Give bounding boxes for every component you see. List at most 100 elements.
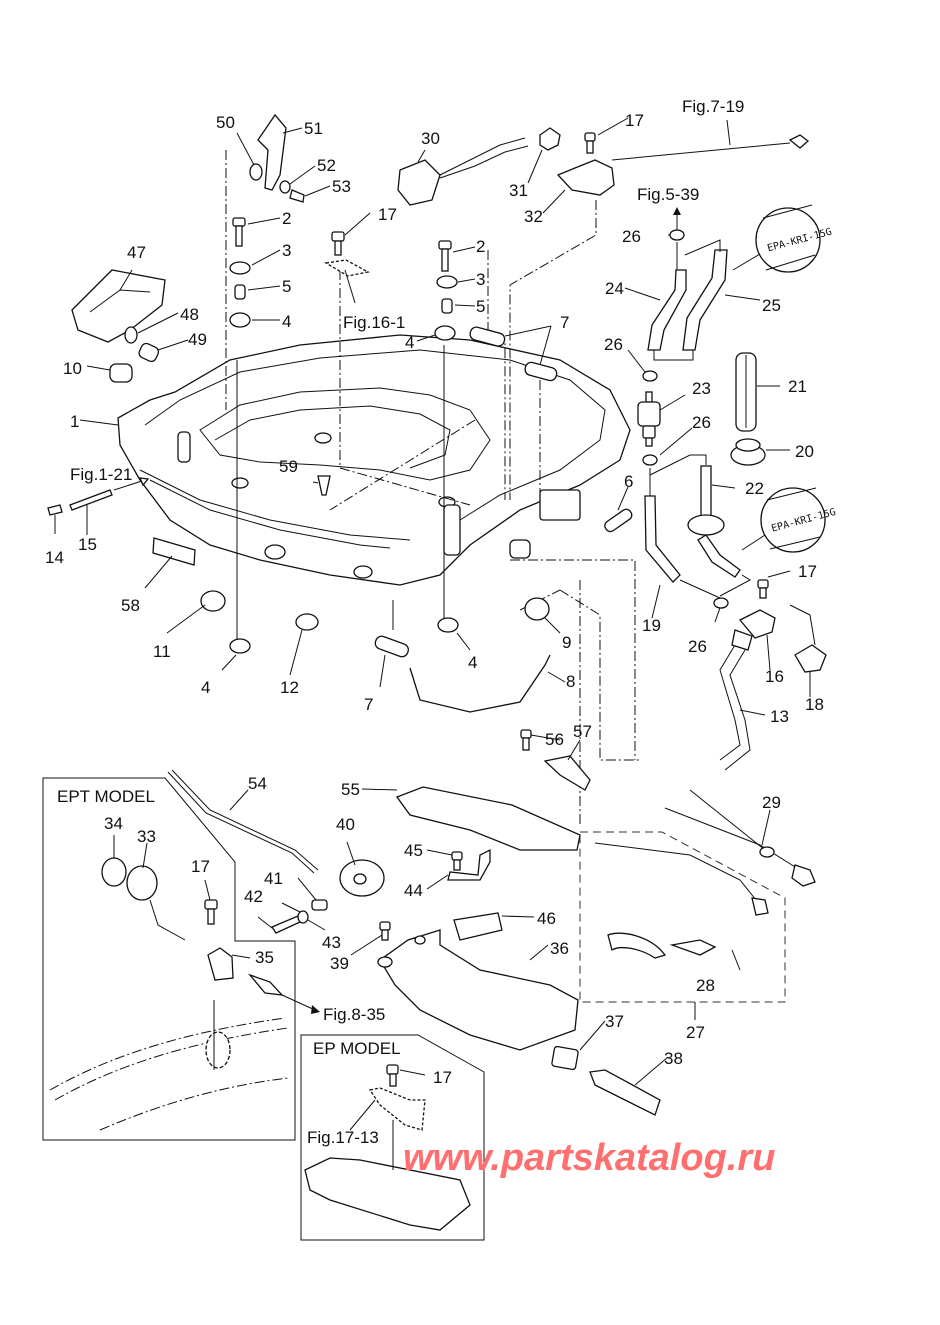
callout-4-lower-left: 4 (201, 678, 210, 697)
callout-27: 27 (686, 1023, 705, 1042)
part-17-bolt-ept (204, 899, 218, 910)
part-54-rod (171, 769, 319, 871)
part-43-washer (297, 910, 309, 924)
ept-model-title: EPT MODEL (57, 787, 155, 806)
ep-bracket (304, 1157, 471, 1231)
part-11-cap (200, 590, 226, 612)
callout-3-left: 3 (282, 241, 291, 260)
callout-8: 8 (566, 672, 575, 691)
callout-17-right: 17 (798, 562, 817, 581)
callout-4-upper-left: 4 (282, 312, 291, 331)
part-3-washer-right (436, 275, 458, 289)
part-30-switch (397, 159, 441, 206)
part-41-collar (311, 899, 328, 911)
callout-4-lower-right: 4 (468, 653, 477, 672)
callout-51: 51 (304, 119, 323, 138)
callout-35: 35 (255, 948, 274, 967)
part-9-cap (524, 597, 550, 621)
part-49-collar (138, 342, 160, 363)
part-52-washer (279, 180, 291, 194)
callout-17-ept: 17 (191, 857, 210, 876)
part-39-bolt (379, 921, 391, 931)
callout-44: 44 (404, 881, 423, 900)
part-48-washer (124, 326, 138, 344)
callout-5-right: 5 (476, 297, 485, 316)
part-13-harness (719, 644, 741, 761)
part-7-seal-c (374, 635, 409, 658)
callout-3-right: 3 (476, 270, 485, 289)
callout-31: 31 (509, 181, 528, 200)
part-17-bolt-plate (324, 231, 370, 277)
callout-59: 59 (279, 457, 298, 476)
part-26-clip-upper (642, 370, 658, 382)
callout-5-left: 5 (282, 277, 291, 296)
callout-14: 14 (45, 548, 64, 567)
callout-6: 6 (624, 472, 633, 491)
leader-lines (54, 117, 811, 1131)
callout-26-upper: 26 (604, 335, 623, 354)
ep-model-title: EP MODEL (313, 1039, 401, 1058)
callout-25: 25 (762, 296, 781, 315)
fig-ref-16-1: Fig.16-1 (343, 313, 405, 332)
part-44-bracket (447, 848, 491, 881)
part-51-bracket (257, 113, 287, 191)
part-20-grommet (730, 438, 766, 466)
callout-28: 28 (696, 976, 715, 995)
callout-26-top: 26 (622, 227, 641, 246)
callout-12: 12 (280, 678, 299, 697)
cable-fig-7-19 (611, 142, 791, 161)
callout-1: 1 (70, 412, 79, 431)
callout-55: 55 (341, 780, 360, 799)
part-7-seal-b (524, 361, 558, 382)
callout-38: 38 (664, 1049, 683, 1068)
callout-23: 23 (692, 379, 711, 398)
callout-9: 9 (562, 633, 571, 652)
part-33-plug (126, 865, 158, 901)
callout-20: 20 (795, 442, 814, 461)
ep-model-box: EP MODEL (300, 1034, 485, 1241)
part-50-washer (249, 163, 263, 181)
callout-52: 52 (317, 156, 336, 175)
part-10-plug (109, 363, 133, 383)
callout-40: 40 (336, 815, 355, 834)
callout-17-plate: 17 (378, 205, 397, 224)
part-37-bushing (551, 1045, 579, 1071)
part-4-grommet-left (229, 312, 251, 328)
part-38-tiller-pin (589, 1069, 661, 1116)
hose-stamp-top: EPA-KRI-15G (732, 204, 833, 273)
part-24-hose (647, 269, 687, 351)
callout-36: 36 (550, 939, 569, 958)
part-47-handle (71, 269, 166, 343)
part-35-bracket (207, 947, 234, 981)
part-14-fitting (47, 504, 63, 516)
part-12-cap (295, 613, 319, 631)
part-15-tube (69, 489, 113, 511)
part-45-bolt (451, 851, 463, 861)
part-17-bolt-ep (386, 1064, 399, 1075)
part-26-clip-mid (642, 454, 658, 466)
callout-4-upper-right: 4 (405, 333, 414, 352)
fig-ref-7-19: Fig.7-19 (682, 97, 744, 116)
part-31-clip (539, 127, 561, 151)
callout-39: 39 (330, 954, 349, 973)
part-36-bracket (379, 929, 579, 1051)
part-2-bolt-right (438, 240, 452, 272)
callout-49: 49 (188, 330, 207, 349)
callout-41: 41 (264, 869, 283, 888)
callout-17-top: 17 (625, 111, 644, 130)
callout-7-lower: 7 (364, 695, 373, 714)
part-18-cap (794, 644, 827, 673)
callout-42: 42 (244, 887, 263, 906)
callout-22: 22 (745, 479, 764, 498)
bracket-fig-17-13 (368, 1087, 426, 1131)
callout-47: 47 (127, 243, 146, 262)
callout-19: 19 (642, 616, 661, 635)
fig-ref-17-13: Fig.17-13 (307, 1128, 379, 1147)
part-27-kit-boundary (579, 831, 786, 1003)
part-7-seal-a (469, 326, 506, 347)
part-17-bolt-top (584, 132, 596, 142)
part-35-pin (247, 973, 284, 996)
callout-labels: 1 2 2 3 3 4 4 4 4 5 5 6 7 7 8 9 10 11 12… (45, 111, 824, 1087)
part-46-block (453, 912, 503, 941)
